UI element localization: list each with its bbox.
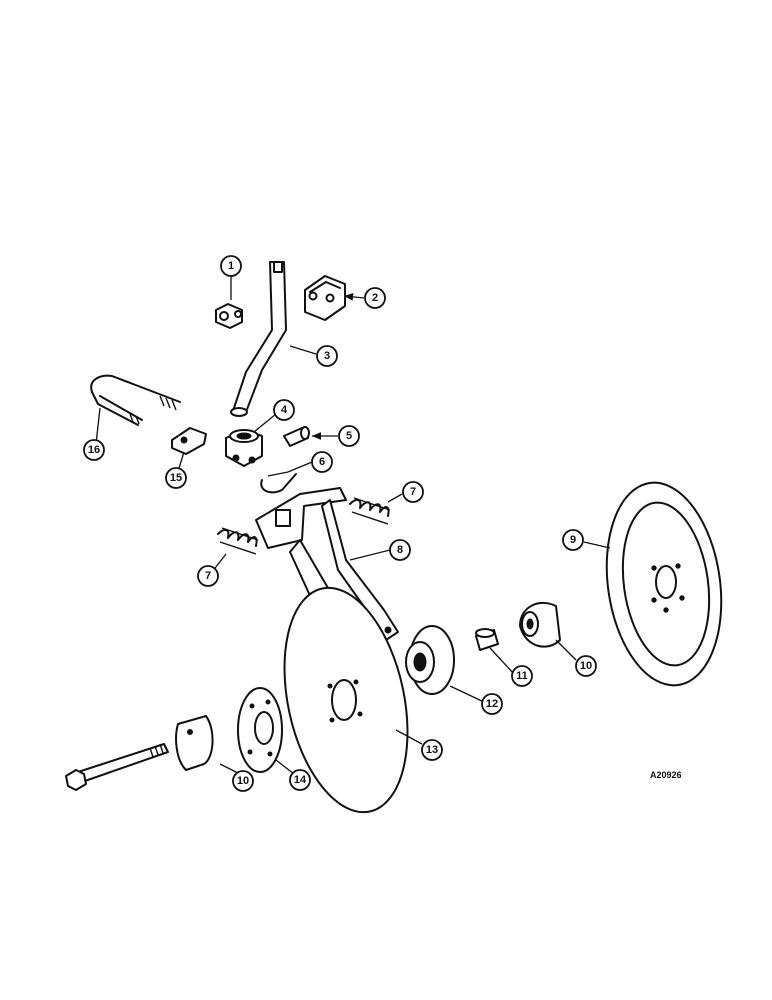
- axle-bolt: [65, 743, 169, 791]
- callout-1-label: 1: [228, 260, 234, 272]
- callout-12: 12: [481, 693, 503, 715]
- part-3-shank: [230, 261, 287, 417]
- part-13-disc-blade: [283, 586, 409, 814]
- callout-7-lower: 7: [197, 565, 219, 587]
- part-4-pivot-clamp: [225, 429, 263, 467]
- callout-6-label: 6: [319, 456, 325, 468]
- callout-7-upper: 7: [402, 481, 424, 503]
- part-9-notched-coulter: [605, 481, 723, 687]
- callout-8: 8: [389, 539, 411, 561]
- part-5-bushing: [283, 426, 310, 447]
- callout-1: 1: [220, 255, 242, 277]
- callout-7-lower-label: 7: [205, 570, 211, 582]
- callout-13: 13: [421, 739, 443, 761]
- callout-8-label: 8: [397, 544, 403, 556]
- callout-2-label: 2: [372, 292, 378, 304]
- callout-9-label: 9: [570, 534, 576, 546]
- part-6-small-u-bolt: [260, 471, 297, 494]
- part-16-u-bolt: [90, 374, 181, 426]
- part-1-clamp: [215, 303, 243, 329]
- part-11-spacer: [475, 628, 499, 651]
- callout-7-upper-label: 7: [410, 486, 416, 498]
- callout-10-right-label: 10: [580, 660, 592, 672]
- callout-5-label: 5: [346, 430, 352, 442]
- callout-6: 6: [311, 451, 333, 473]
- callout-3: 3: [316, 345, 338, 367]
- callout-16-label: 16: [88, 444, 100, 456]
- reference-code: A20926: [650, 770, 682, 780]
- callout-2: 2: [364, 287, 386, 309]
- callout-9: 9: [562, 529, 584, 551]
- callout-4-label: 4: [281, 404, 288, 416]
- part-12-hub: [405, 625, 455, 695]
- callout-11: 11: [511, 665, 533, 687]
- callout-3-label: 3: [324, 350, 330, 362]
- callout-16: 16: [83, 439, 105, 461]
- callout-5: 5: [338, 425, 360, 447]
- part-7-spring-lower: [217, 527, 259, 555]
- callout-12-label: 12: [486, 698, 498, 710]
- part-7-spring-upper: [349, 497, 391, 525]
- callout-10-left-label: 10: [237, 775, 249, 787]
- callout-11-label: 11: [516, 670, 528, 682]
- callout-4: 4: [273, 399, 295, 421]
- part-14-bearing-flange: [237, 687, 283, 773]
- part-10-hub-cap-right: [519, 601, 561, 648]
- callout-13-label: 13: [426, 744, 438, 756]
- callout-15-label: 15: [170, 472, 182, 484]
- leader-lines: [95, 276, 611, 775]
- callout-14: 14: [289, 769, 311, 791]
- part-10-hub-cap-left: [175, 715, 214, 771]
- callout-14-label: 14: [294, 774, 307, 786]
- part-2-mount-plate: [304, 275, 346, 321]
- callout-10-right: 10: [575, 655, 597, 677]
- callout-10-left: 10: [232, 770, 254, 792]
- callout-15: 15: [165, 467, 187, 489]
- part-15-clamp-half: [171, 427, 207, 455]
